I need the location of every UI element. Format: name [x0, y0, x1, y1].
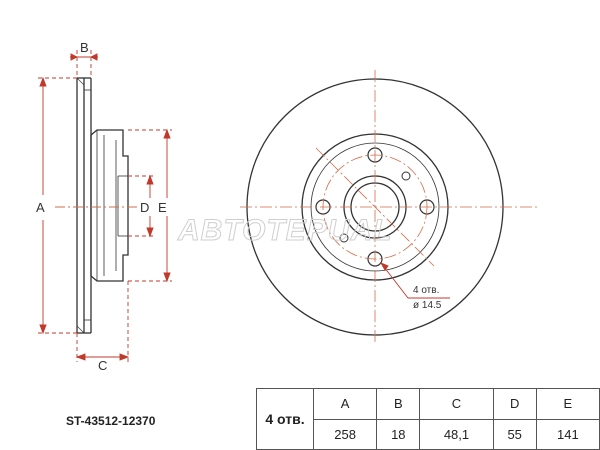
- part-number: ST-43512-12370: [66, 414, 156, 428]
- hole-diameter-callout: ø 14.5: [413, 300, 442, 311]
- watermark-logo: ABTOTEPUAL: [177, 214, 392, 247]
- header-b: B: [376, 388, 421, 420]
- dimension-label-d: D: [140, 200, 149, 215]
- header-a: A: [312, 388, 378, 420]
- locating-hole-upper: [401, 171, 411, 181]
- header-d: D: [492, 388, 537, 420]
- dimension-label-c: C: [98, 358, 107, 373]
- hole-callout-leader: [379, 262, 450, 299]
- hole-count-callout: 4 отв.: [413, 285, 439, 296]
- table-header-row: 4 отв. A B C D E: [256, 388, 600, 450]
- dimension-label-a: A: [36, 200, 45, 215]
- header-e: E: [535, 388, 600, 420]
- value-c: 48,1: [419, 418, 494, 450]
- value-b: 18: [376, 418, 421, 450]
- value-d: 55: [492, 418, 537, 450]
- front-centerlines: [240, 70, 540, 345]
- dimensions-table: 4 отв. A B C D E 258 18 48,1 55 141: [256, 388, 600, 450]
- profile-dimensions: [38, 50, 172, 362]
- value-a: 258: [312, 418, 378, 450]
- table-values-row: 258 18 48,1 55 141: [257, 418, 600, 450]
- side-profile-view: [76, 77, 129, 334]
- locating-hole-lower: [339, 233, 349, 243]
- hole-count-cell: 4 отв.: [256, 388, 314, 450]
- dimension-label-e: E: [158, 200, 167, 215]
- dimension-label-b: B: [80, 40, 89, 55]
- value-e: 141: [535, 418, 600, 450]
- header-c: C: [419, 388, 494, 420]
